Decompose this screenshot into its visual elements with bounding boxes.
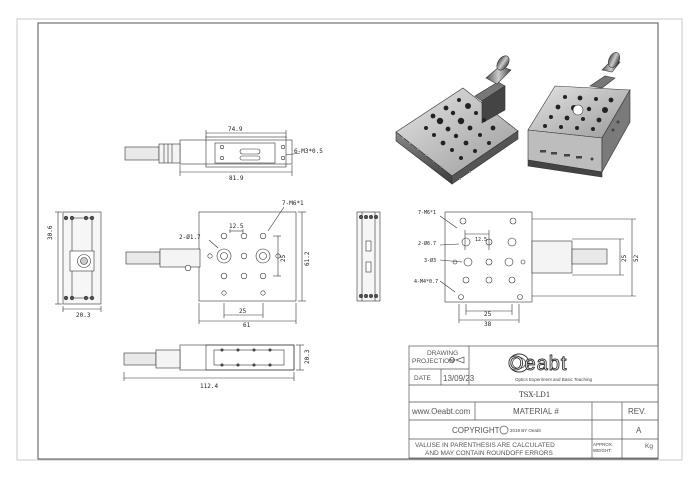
rev-value: A xyxy=(636,426,642,435)
title-block xyxy=(408,345,659,459)
dim-front-outer-width: 61 xyxy=(243,322,251,329)
projection-label: PROJECTION xyxy=(412,358,454,365)
dim-back-outer-height: 52 xyxy=(633,254,640,262)
bottom-view xyxy=(123,344,304,381)
copyright-label: COPYRIGHT xyxy=(452,426,500,435)
dim-back-inner-height: 25 xyxy=(621,254,628,262)
dim-front-inner-height: 25 xyxy=(280,254,287,262)
dim-left-width: 20.3 xyxy=(76,312,91,319)
isometric-view-right xyxy=(527,52,631,178)
dim-back-outer-width: 38 xyxy=(484,321,492,328)
weight-label: WEIGHT: xyxy=(593,448,612,453)
dim-top-thread: 6-M3*0.5 xyxy=(294,148,323,155)
approx-label: APPROX. xyxy=(593,442,613,447)
dim-back-hole-callout-2: 3-Ø3 xyxy=(424,257,436,264)
inner-border xyxy=(37,22,659,460)
website: www.Oeabt.com xyxy=(411,407,471,416)
logo-tagline: Optics Experiment and Basic Teaching xyxy=(515,377,592,382)
right-view xyxy=(356,211,381,302)
dim-front-pitch: 12.5 xyxy=(229,223,244,230)
dim-top-width: 74.9 xyxy=(228,126,243,133)
company-logo: Oeabt xyxy=(508,353,567,376)
back-view xyxy=(439,211,636,323)
dim-front-outer-height: 61.2 xyxy=(304,251,311,266)
dim-left-height: 30.6 xyxy=(47,225,54,240)
copyright-row: COPYRIGHT 2019 BY Oeabt xyxy=(452,425,541,435)
copyright-note: 2019 BY Oeabt xyxy=(510,428,541,433)
dim-back-inner-width: 25 xyxy=(484,311,492,318)
date-label: DATE xyxy=(414,375,432,382)
part-number: TSX-LD1 xyxy=(519,391,550,399)
dim-front-hole-callout: 2-Ø1.7 xyxy=(179,234,201,241)
weight-unit: Kg xyxy=(645,443,653,450)
copyright-icon xyxy=(499,425,509,435)
dim-back-thread-callout: 7-M6*1 xyxy=(418,210,436,216)
dim-back-hole-callout: 2-Ø6.7 xyxy=(418,240,436,247)
dim-front-inner-width: 25 xyxy=(239,308,247,315)
dim-front-thread-callout: 7-M6*1 xyxy=(282,200,304,207)
date-value: 13/09/23 xyxy=(443,374,475,383)
left-view xyxy=(55,211,102,312)
isometric-view-left xyxy=(395,55,519,185)
dim-back-pitch: 12.5 xyxy=(475,237,487,243)
drawing-label: DRAWING xyxy=(427,350,458,357)
dim-bottom-height: 20.3 xyxy=(304,349,311,364)
disclaimer-line-1: VALUSE IN PARENTHESIS ARE CALCULATED xyxy=(415,442,555,449)
dim-top-overall: 81.9 xyxy=(229,175,244,182)
top-view xyxy=(124,130,301,176)
rev-label: REV. xyxy=(628,407,646,416)
disclaimer-line-2: AND MAY CONTAIN ROUNDOFF ERRORS xyxy=(425,450,554,457)
dim-back-thread-callout-2: 4-M4*0.7 xyxy=(414,279,438,285)
dim-bottom-overall: 112.4 xyxy=(200,383,218,390)
material-label: MATERIAL # xyxy=(513,407,559,416)
front-view xyxy=(125,206,306,324)
logo-wordmark: Oeabt xyxy=(508,353,567,375)
